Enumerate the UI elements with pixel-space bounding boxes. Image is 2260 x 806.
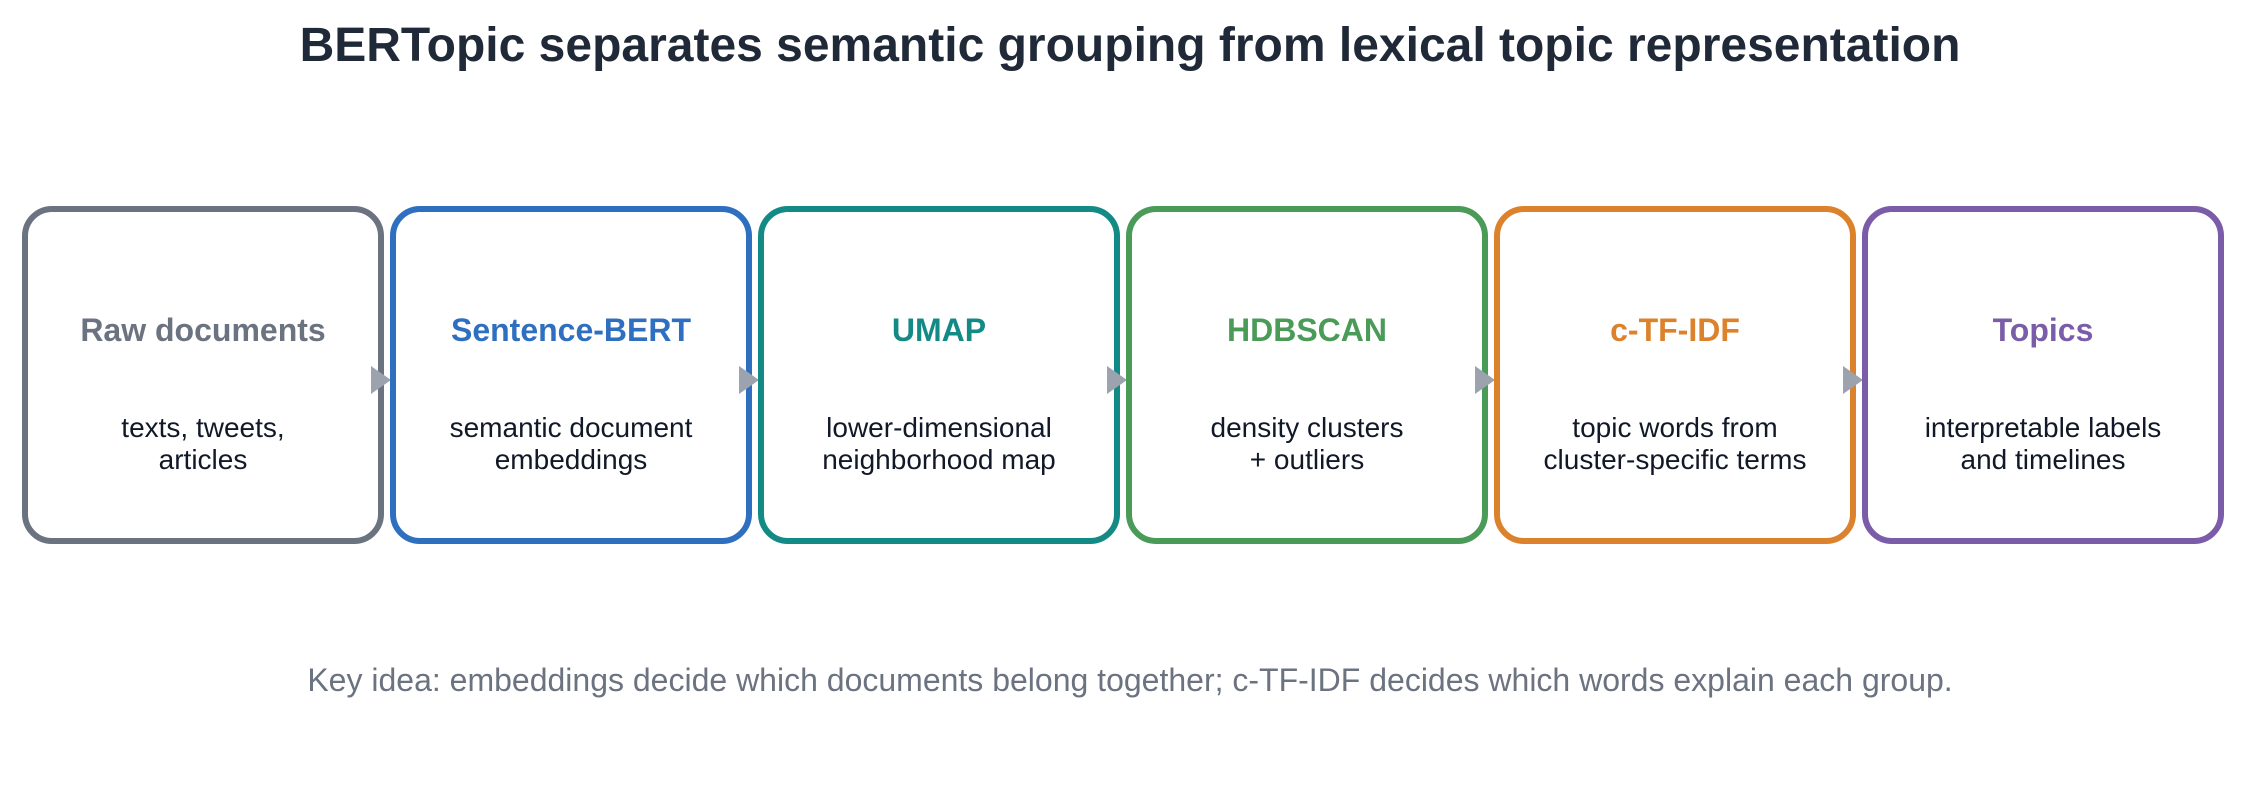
- stage-description: density clusters + outliers: [1132, 412, 1482, 476]
- stage-title: Topics: [1992, 312, 2094, 348]
- stage-description-line: neighborhood map: [822, 444, 1056, 475]
- stage-description-line: topic words from: [1572, 412, 1778, 443]
- stage-topics: Topics interpretable labels and timeline…: [1862, 206, 2224, 544]
- flow-arrow-4: [1475, 366, 1495, 394]
- diagram-title: BERTopic separates semantic grouping fro…: [299, 19, 1961, 72]
- flow-arrow-2: [739, 366, 759, 394]
- stage-description-line: articles: [158, 444, 248, 475]
- stage-sentence-bert: Sentence-BERT semantic document embeddin…: [390, 206, 752, 544]
- stage-description-line: lower-dimensional: [826, 412, 1052, 443]
- stage-description-line: + outliers: [1249, 444, 1365, 475]
- stage-umap: UMAP lower-dimensional neighborhood map: [758, 206, 1120, 544]
- stage-description-line: density clusters: [1210, 412, 1404, 443]
- stage-description-line: embeddings: [494, 444, 648, 475]
- flow-arrow-5: [1843, 366, 1863, 394]
- stage-title: Sentence-BERT: [450, 312, 692, 348]
- stage-description: semantic document embeddings: [396, 412, 746, 476]
- stage-description-line: cluster-specific terms: [1543, 444, 1807, 475]
- stage-c-tf-idf: c-TF-IDF topic words from cluster-specif…: [1494, 206, 1856, 544]
- stage-title: c-TF-IDF: [1610, 312, 1740, 348]
- stage-title: HDBSCAN: [1227, 312, 1387, 348]
- stage-description: topic words from cluster-specific terms: [1500, 412, 1850, 476]
- flow-arrow-3: [1107, 366, 1127, 394]
- stage-description-line: semantic document: [449, 412, 693, 443]
- stage-description: interpretable labels and timelines: [1868, 412, 2218, 476]
- flow-arrow-1: [371, 366, 391, 394]
- stage-description-line: texts, tweets,: [121, 412, 285, 443]
- stage-raw-documents: Raw documents texts, tweets, articles: [22, 206, 384, 544]
- key-idea-note: Key idea: embeddings decide which docume…: [307, 662, 1953, 698]
- stage-title: UMAP: [891, 312, 987, 348]
- stage-hdbscan: HDBSCAN density clusters + outliers: [1126, 206, 1488, 544]
- stage-description: texts, tweets, articles: [28, 412, 378, 476]
- stage-description: lower-dimensional neighborhood map: [764, 412, 1114, 476]
- stage-description-line: interpretable labels: [1924, 412, 2162, 443]
- stage-title: Raw documents: [80, 312, 326, 348]
- stage-description-line: and timelines: [1960, 444, 2126, 475]
